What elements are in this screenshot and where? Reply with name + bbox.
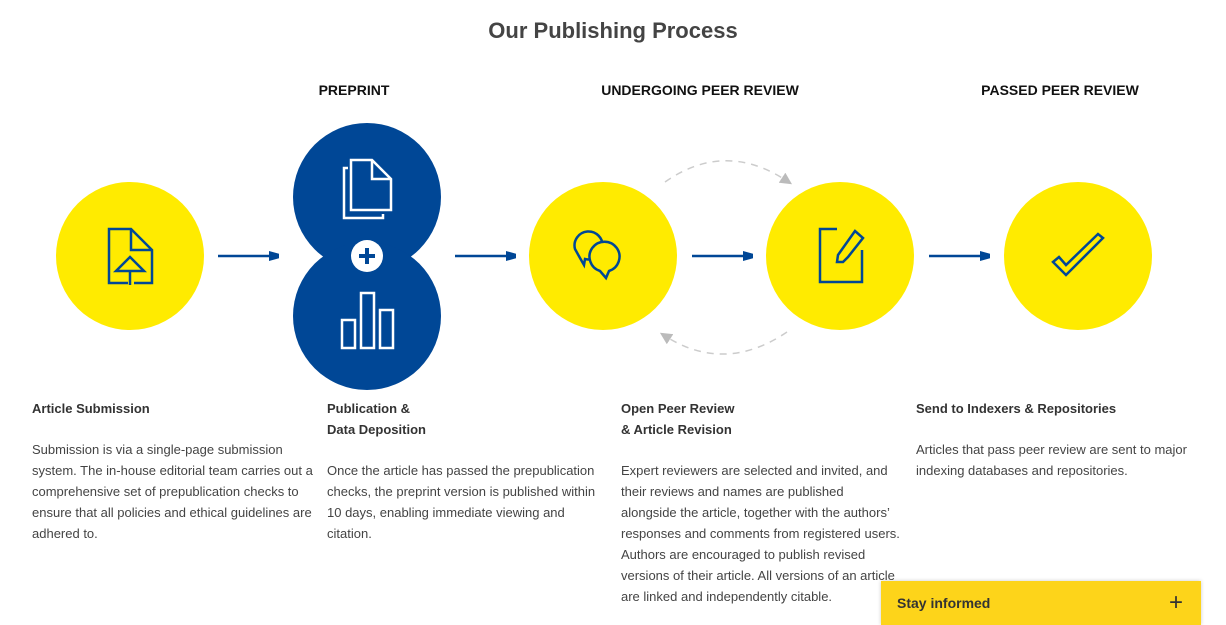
- plus-icon: +: [1168, 589, 1183, 616]
- revision-loop-arrow-icon: [664, 160, 793, 185]
- step-title: Publication &Data Deposition: [327, 401, 426, 437]
- step-title: Open Peer Review& Article Revision: [621, 401, 735, 437]
- step-body: Articles that pass peer review are sent …: [916, 442, 1187, 478]
- documents-icon: [342, 158, 393, 220]
- stage-passed: PASSED PEER REVIEW: [981, 82, 1139, 98]
- edit-document-icon: [818, 227, 865, 284]
- step-peer-review: Open Peer Review& Article Revision Exper…: [621, 398, 901, 607]
- revision-circle: [766, 182, 914, 330]
- step-submission: Article Submission Submission is via a s…: [32, 398, 317, 544]
- upload-document-icon: [107, 227, 154, 285]
- step-body: Submission is via a single-page submissi…: [32, 442, 313, 541]
- preprint-circle-bottom: [293, 242, 441, 390]
- speech-bubbles-icon: [573, 230, 621, 281]
- step-publication: Publication &Data Deposition Once the ar…: [327, 398, 609, 544]
- step-indexers: Send to Indexers & Repositories Articles…: [916, 398, 1196, 481]
- passed-circle: [1004, 182, 1152, 330]
- bar-chart-icon: [340, 291, 395, 350]
- stage-peer-review: UNDERGOING PEER REVIEW: [601, 82, 799, 98]
- page-title: Our Publishing Process: [488, 18, 738, 43]
- step-body: Once the article has passed the prepubli…: [327, 463, 596, 541]
- stay-informed-button[interactable]: Stay informed +: [881, 581, 1201, 625]
- stage-preprint: PREPRINT: [318, 82, 390, 98]
- preprint-circle-top: [293, 123, 441, 271]
- step-title: Send to Indexers & Repositories: [916, 401, 1117, 416]
- process-diagram: [56, 123, 1152, 390]
- step-body: Expert reviewers are selected and invite…: [621, 463, 900, 604]
- checkmark-icon: [1051, 232, 1105, 277]
- revision-loop-arrow-icon: [659, 331, 788, 355]
- step-title: Article Submission: [32, 401, 150, 416]
- stay-informed-label: Stay informed: [897, 595, 991, 611]
